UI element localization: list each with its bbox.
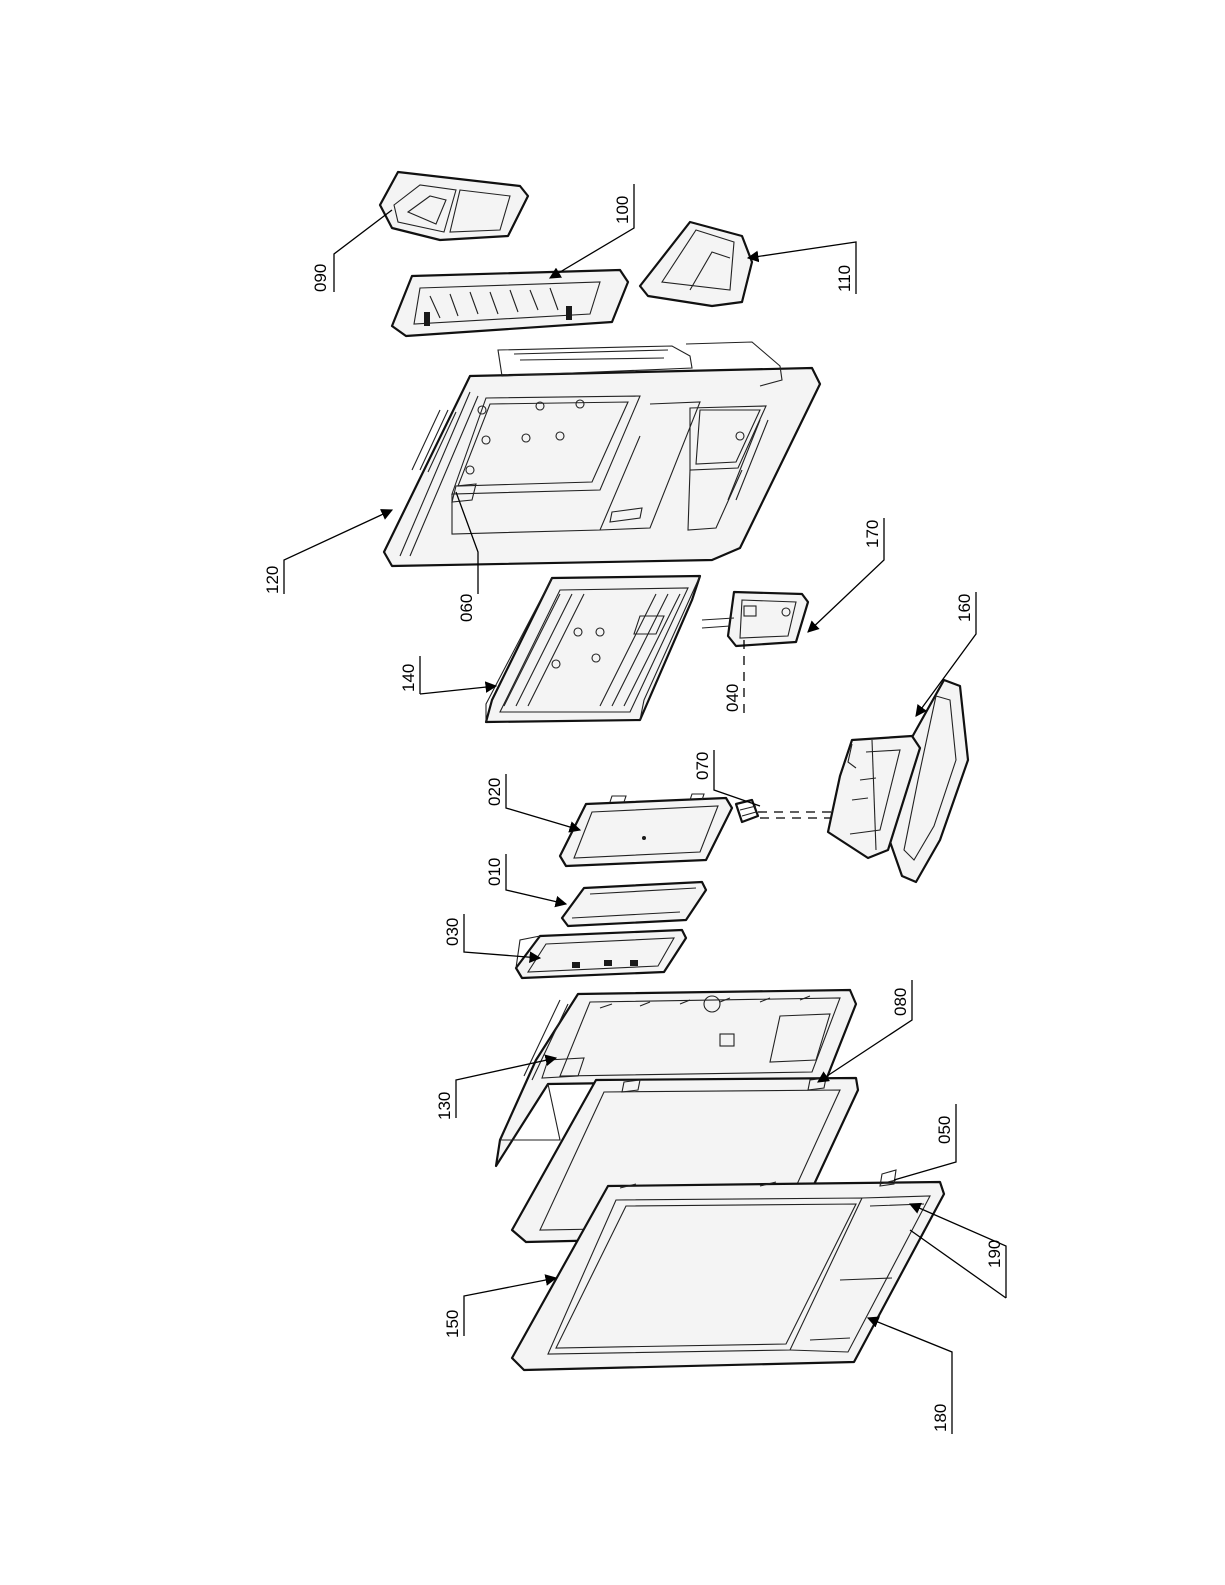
part-030-power-board	[516, 930, 686, 978]
callout-140: 140	[399, 664, 418, 692]
callout-150: 150	[443, 1310, 462, 1338]
callout-010: 010	[485, 858, 504, 886]
part-160-stand	[828, 680, 968, 882]
part-120-rear-housing	[384, 342, 820, 566]
callout-100: 100	[613, 196, 632, 224]
callout-180: 180	[931, 1404, 950, 1432]
callout-020: 020	[485, 778, 504, 806]
part-020-main-board	[560, 794, 732, 866]
callout-070: 070	[693, 752, 712, 780]
callout-170: 170	[863, 520, 882, 548]
callout-160: 160	[955, 594, 974, 622]
part-110-hinge-cover	[640, 222, 752, 306]
part-010-board	[562, 882, 706, 926]
callout-080: 080	[891, 988, 910, 1016]
callout-030: 030	[443, 918, 462, 946]
callout-060: 060	[457, 594, 476, 622]
callout-050: 050	[935, 1116, 954, 1144]
callout-190: 190	[985, 1240, 1004, 1268]
callout-040: 040	[723, 684, 742, 712]
callout-110: 110	[835, 265, 854, 292]
part-140-main-shield	[486, 576, 700, 722]
part-090-base-cover	[380, 172, 528, 240]
callout-090: 090	[311, 264, 330, 292]
callout-120: 120	[263, 566, 282, 594]
part-170-control-board	[702, 592, 808, 646]
part-100-rear-cover	[392, 270, 628, 336]
callout-130: 130	[435, 1092, 454, 1120]
